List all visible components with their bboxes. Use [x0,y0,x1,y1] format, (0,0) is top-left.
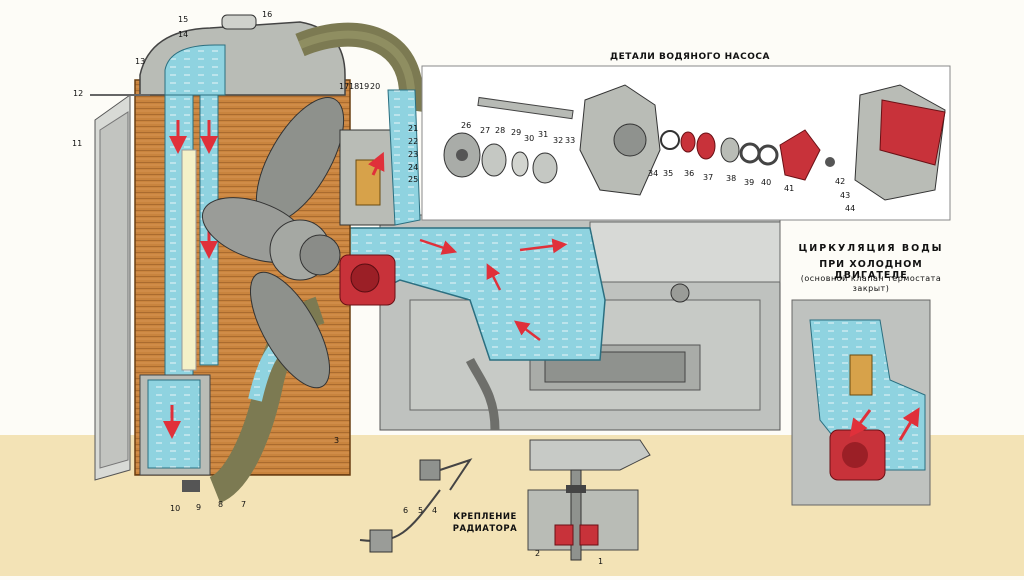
callout-7: 7 [241,500,246,509]
circulation-caption-line4: закрыт) [852,284,890,293]
callout-39: 39 [744,178,754,187]
fan [201,97,345,389]
mount-caption-line2: РАДИАТОРА [452,524,518,534]
callout-18: 18 [349,82,359,91]
callout-10: 10 [170,504,180,513]
callout-37: 37 [703,173,713,182]
callout-41: 41 [784,184,794,193]
callout-5: 5 [418,506,423,515]
pump-parts-caption: ДЕТАЛИ ВОДЯНОГО НАСОСА [610,52,770,62]
circulation-inset [791,299,931,506]
callout-16: 16 [262,10,272,19]
callout-12: 12 [73,89,83,98]
callout-27: 27 [480,126,490,135]
callout-2: 2 [535,549,540,558]
circulation-caption-line1: ЦИРКУЛЯЦИЯ ВОДЫ [798,243,944,254]
callout-32: 32 [553,136,563,145]
mount-caption-line1: КРЕПЛЕНИЕ [453,512,517,522]
callout-15: 15 [178,15,188,24]
callout-28: 28 [495,126,505,135]
pump-parts-panel [421,65,951,221]
callout-31: 31 [538,130,548,139]
callout-17: 17 [339,82,349,91]
callout-19: 19 [359,82,369,91]
callout-numbers: 1 2 3 4 5 6 7 8 9 10 11 12 13 14 15 16 1… [72,10,855,566]
callout-38: 38 [726,174,736,183]
callout-30: 30 [524,134,534,143]
thermostat-and-pump [339,89,421,306]
callout-36: 36 [684,169,694,178]
callout-9: 9 [196,503,201,512]
callout-3: 3 [334,436,339,445]
callout-26: 26 [461,121,471,130]
callout-1: 1 [598,557,603,566]
callout-33: 33 [565,136,575,145]
callout-35: 35 [663,169,673,178]
callout-34: 34 [648,169,658,178]
callout-14: 14 [178,30,188,39]
circulation-caption-line2: ПРИ ХОЛОДНОМ ДВИГАТЕЛЕ [819,259,923,281]
callout-22: 22 [408,137,418,146]
callout-43: 43 [840,191,850,200]
callout-20: 20 [370,82,380,91]
callout-24: 24 [408,163,418,172]
callout-4: 4 [432,506,437,515]
callout-25: 25 [408,175,418,184]
callout-29: 29 [511,128,521,137]
callout-42: 42 [835,177,845,186]
callout-13: 13 [135,57,145,66]
callout-21: 21 [408,124,418,133]
callout-6: 6 [403,506,408,515]
callout-40: 40 [761,178,771,187]
callout-23: 23 [408,150,418,159]
radiator-mount-detail [359,439,651,561]
circulation-caption-line3: (основной клапан термостата [800,274,942,283]
callout-8: 8 [218,500,223,509]
callout-11: 11 [72,139,82,148]
callout-44: 44 [845,204,855,213]
